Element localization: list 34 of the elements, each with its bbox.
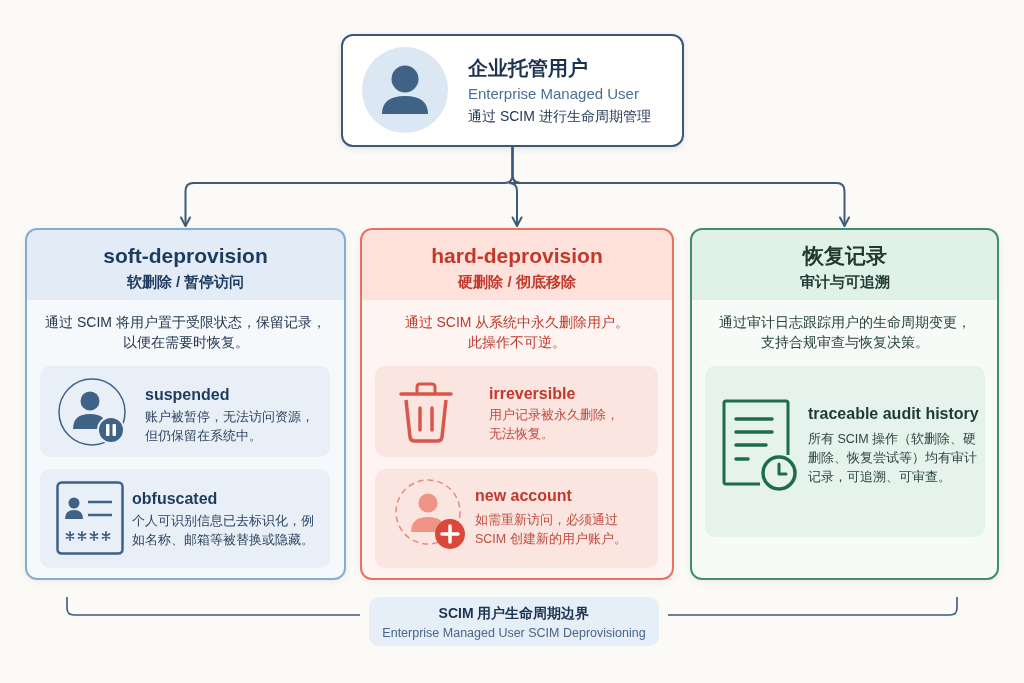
card-description: 如需重新访问，必须通过 SCIM 创建新的用户账户。 — [475, 512, 628, 548]
info-card — [375, 469, 658, 568]
panel-subtitle: 审计与可追溯 — [799, 272, 890, 292]
card-title: irreversible — [489, 384, 576, 404]
panel-description: 通过 SCIM 从系统中永久删除用户。此操作不可逆。 — [403, 313, 631, 352]
panel-subtitle: 硬删除 / 彻底移除 — [458, 272, 576, 292]
entity-title: 企业托管用户 — [468, 56, 588, 80]
entity-subtitle: Enterprise Managed User — [468, 84, 639, 104]
entity-description: 通过 SCIM 进行生命周期管理 — [468, 107, 651, 126]
category-panel — [25, 228, 346, 580]
info-card — [375, 366, 658, 457]
card-description: 账户被暂停，无法访问资源，但仍保留在系统中。 — [145, 409, 315, 445]
panel-title: soft-deprovision — [103, 243, 268, 269]
boundary-subtitle: Enterprise Managed User SCIM Deprovisioning — [382, 625, 646, 641]
connector-arrow — [511, 146, 850, 227]
category-panel — [360, 228, 674, 580]
entity-card — [341, 34, 684, 147]
panel-title: hard-deprovision — [431, 243, 603, 269]
card-title: traceable audit history — [808, 404, 979, 424]
panel-title: 恢复记录 — [802, 243, 887, 269]
card-title: new account — [475, 486, 572, 506]
card-description: 用户记录被永久删除，无法恢复。 — [489, 407, 620, 443]
card-description: 所有 SCIM 操作（软删除、硬删除、恢复尝试等）均有审计记录，可追溯、可审查。 — [808, 431, 978, 486]
info-card — [705, 366, 985, 537]
info-card — [40, 469, 330, 568]
panel-description: 通过 SCIM 将用户置于受限状态，保留记录，以便在需要时恢复。 — [44, 313, 327, 352]
panel-subtitle: 软删除 / 暂停访问 — [126, 272, 245, 292]
panel-description: 通过审计日志跟踪用户的生命周期变更，支持合规审查与恢复决策。 — [717, 313, 972, 352]
card-title: obfuscated — [132, 489, 218, 509]
card-description: 个人可识别信息已去标识化，例如名称、邮箱等被替换或隐藏。 — [132, 513, 315, 549]
boundary-title: SCIM 用户生命周期边界 — [438, 604, 590, 622]
category-panel — [690, 228, 999, 580]
card-title: suspended — [145, 385, 230, 405]
info-card — [40, 366, 330, 457]
